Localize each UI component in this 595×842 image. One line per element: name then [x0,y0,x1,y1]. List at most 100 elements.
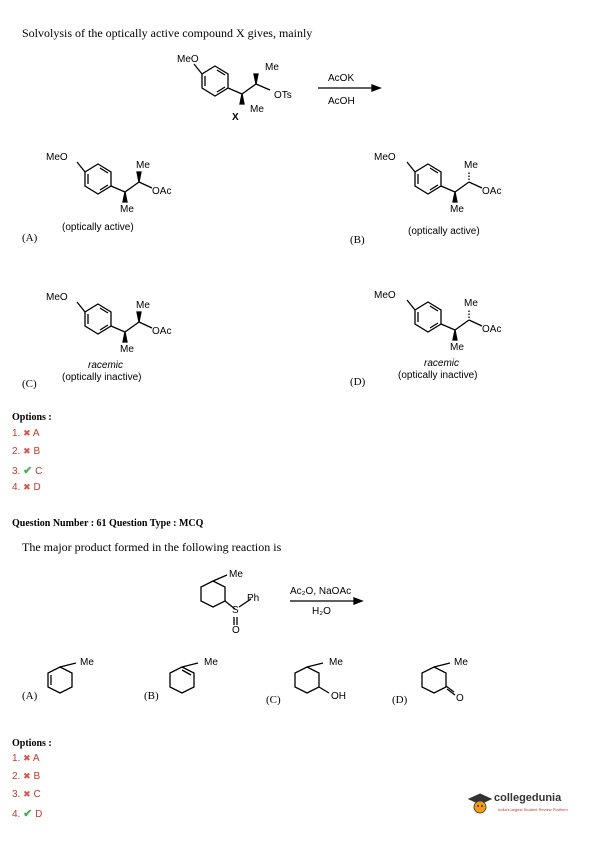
q60-option-1[interactable]: 1. ✖ A [12,428,40,439]
q60-choice-a-meo: MeO [46,152,68,163]
q61-option-4-num: 4. [12,809,21,820]
q60-reagent-top: AcOK [328,73,355,84]
q61-option-1-letter: A [32,753,40,764]
q61-reactant-me: Me [229,569,243,580]
q60-choice-d-meo: MeO [374,290,396,301]
q61-option-1-num: 1. [12,753,21,764]
q60-reactant-ots: OTs [274,90,292,101]
q60-option-3-letter: C [35,466,43,477]
q61-choice-b-me: Me [204,657,218,668]
q60-choice-d-me-bottom: Me [450,342,464,353]
q60-option-4[interactable]: 4. ✖ D [12,482,41,493]
q60-choice-b-drawing [406,161,483,203]
cross-icon: ✖ [23,482,31,492]
q60-choice-a-me-bottom: Me [120,204,134,215]
q61-option-3-num: 3. [12,789,21,800]
q60-choice-c-letter: (C) [22,378,37,390]
q60-question-text: Solvolysis of the optically active compo… [22,26,313,40]
q60-choice-d-me-top: Me [464,298,478,309]
q60-choice-c-me-top: Me [136,300,150,311]
q60-choice-d-note: (optically inactive) [398,370,478,381]
q60-choice-c-drawing [76,301,153,343]
q60-choice-b-meo: MeO [374,152,396,163]
q60-option-4-num: 4. [12,482,21,493]
q60-choice-a-drawing [76,161,153,203]
q60-reagent-bottom: AcOH [328,96,355,107]
q60-reactant-structure: MeO Me OTs Me X [170,52,310,132]
q61-option-2-num: 2. [12,771,21,782]
q60-choice-b-me-bottom: Me [450,204,464,215]
q61-option-1[interactable]: 1. ✖ A [12,753,40,764]
q61-options-heading: Options : [12,738,52,749]
q60-choice-d-letter: (D) [350,376,366,388]
q60-reactant-label: X [232,112,239,123]
q61-reaction-arrow [290,597,364,605]
q61-choice-a-drawing [47,662,77,694]
brand-logo: collegedunia India's largest Student Rev… [468,790,588,816]
q60-choice-b-letter: (B) [350,234,365,246]
cross-icon: ✖ [23,771,31,781]
check-icon: ✔ [23,465,33,477]
q60-option-1-num: 1. [12,428,21,439]
q60-option-2-num: 2. [12,446,21,457]
q60-option-2-letter: B [33,446,41,457]
q61-choice-d-me: Me [454,657,468,668]
q60-choice-c-structure: MeO Me OAc Me [40,290,190,360]
q60-option-1-letter: A [32,428,40,439]
q60-choice-b-note: (optically active) [408,226,480,237]
q61-choice-c-oh: OH [331,691,346,702]
brand-name: collegedunia [494,792,562,804]
q61-option-3[interactable]: 3. ✖ C [12,789,41,800]
q60-reactant-drawing [193,63,271,105]
q60-reactant-meo: MeO [177,54,199,65]
q61-choice-c-structure: Me OH [285,655,365,705]
q61-option-4[interactable]: 4. ✔ D [12,807,42,820]
q60-option-2[interactable]: 2. ✖ B [12,446,40,457]
q61-choice-c-drawing [294,662,330,694]
q61-choice-a-structure: Me [38,655,108,705]
q61-choice-c-letter: (C) [266,694,281,706]
q60-options-heading: Options : [12,412,52,423]
q60-choice-d-oac: OAc [482,324,502,335]
q60-reactant-me-bottom: Me [250,104,264,115]
brand-tagline: India's largest Student Review Platform [498,807,568,812]
q61-choice-b-drawing [169,662,199,694]
q61-reactant-s: S [232,605,239,616]
q61-option-2[interactable]: 2. ✖ B [12,771,40,782]
q60-choice-c-me-bottom: Me [120,344,134,355]
q61-choice-b-structure: Me [160,655,230,705]
q60-choice-a-me-top: Me [136,160,150,171]
q61-choice-d-drawing [421,662,456,696]
q61-choice-a-letter: (A) [22,690,38,702]
q60-choice-b-me-top: Me [464,160,478,171]
q61-reagent-bottom: H₂O [312,606,331,617]
q60-reaction-arrow [318,84,382,92]
q60-choice-d-drawing [406,299,483,341]
q61-choice-d-structure: Me O [412,655,492,705]
q61-choice-a-me: Me [80,657,94,668]
q61-choice-d-letter: (D) [392,694,408,706]
q60-choice-b-structure: MeO Me OAc Me [370,150,520,220]
q60-choice-a-note: (optically active) [62,222,134,233]
q60-choice-c-meo: MeO [46,292,68,303]
q61-question-text: The major product formed in the followin… [22,540,282,554]
q61-reactant-structure: Me Ph S O [185,565,275,640]
q60-option-3[interactable]: 3. ✔ C [12,464,42,477]
q61-reactant-o: O [232,625,240,636]
graduation-cap-icon [468,793,492,814]
q61-choice-c-me: Me [329,657,343,668]
q61-reagent-top: Ac₂O, NaOAc [290,586,352,597]
q60-choice-a-structure: MeO Me OAc Me [40,150,190,220]
q61-reactant-drawing [200,574,252,625]
q60-choice-c-note: (optically inactive) [62,372,142,383]
q61-reactant-ph: Ph [247,593,260,604]
q60-option-4-letter: D [33,482,41,493]
q60-choice-d-racemic: racemic [424,358,460,369]
cross-icon: ✖ [23,753,31,763]
q60-choice-c-racemic: racemic [88,360,124,371]
cross-icon: ✖ [23,428,31,438]
q61-header: Question Number : 61 Question Type : MCQ [12,518,204,529]
q61-choice-b-letter: (B) [144,690,159,702]
q61-option-4-letter: D [35,809,43,820]
check-icon: ✔ [23,808,33,820]
